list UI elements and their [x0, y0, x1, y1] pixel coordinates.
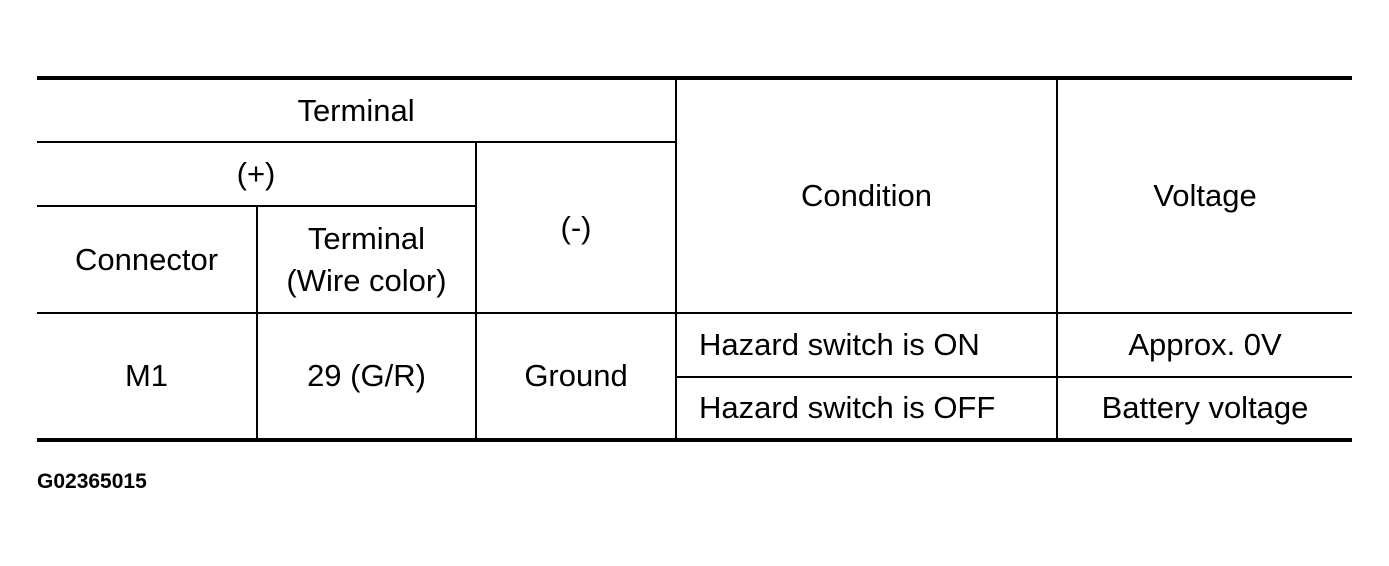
- condition-header: Condition: [675, 78, 1059, 314]
- minus-cell: Ground: [474, 312, 678, 440]
- terminal-wire-header: Terminal (Wire color): [256, 205, 477, 314]
- header-row-3: Connector Terminal (Wire color): [37, 205, 1352, 314]
- condition-cell-off: Hazard switch is OFF: [676, 376, 1059, 440]
- terminal-wire-header-line2: (Wire color): [286, 262, 447, 298]
- terminal-wire-header-line1: Terminal: [307, 220, 426, 256]
- voltage-cell-off: Battery voltage: [1056, 376, 1353, 440]
- plus-header: (+): [37, 141, 477, 207]
- terminal-header: Terminal: [37, 78, 678, 143]
- connector-cell: M1: [37, 312, 258, 440]
- condition-cell-on: Hazard switch is ON: [675, 312, 1059, 378]
- connector-header: Connector: [37, 205, 258, 314]
- terminal-voltage-table: Terminal Condition Voltage (+) (-) Conne…: [37, 76, 1353, 442]
- table-row: Hazard switch is OFF Battery voltage: [37, 376, 1353, 440]
- header-row-2: (+) (-): [37, 141, 1352, 314]
- table-row: M1 29 (G/R) Ground Hazard switch is ON A…: [37, 312, 1353, 440]
- minus-header: (-): [474, 141, 678, 314]
- figure-code: G02365015: [37, 470, 147, 493]
- voltage-header: Voltage: [1056, 78, 1353, 314]
- terminal-cell: 29 (G/R): [256, 312, 477, 440]
- header-row-1: Terminal Condition Voltage: [37, 78, 1353, 314]
- voltage-cell-on: Approx. 0V: [1056, 312, 1353, 378]
